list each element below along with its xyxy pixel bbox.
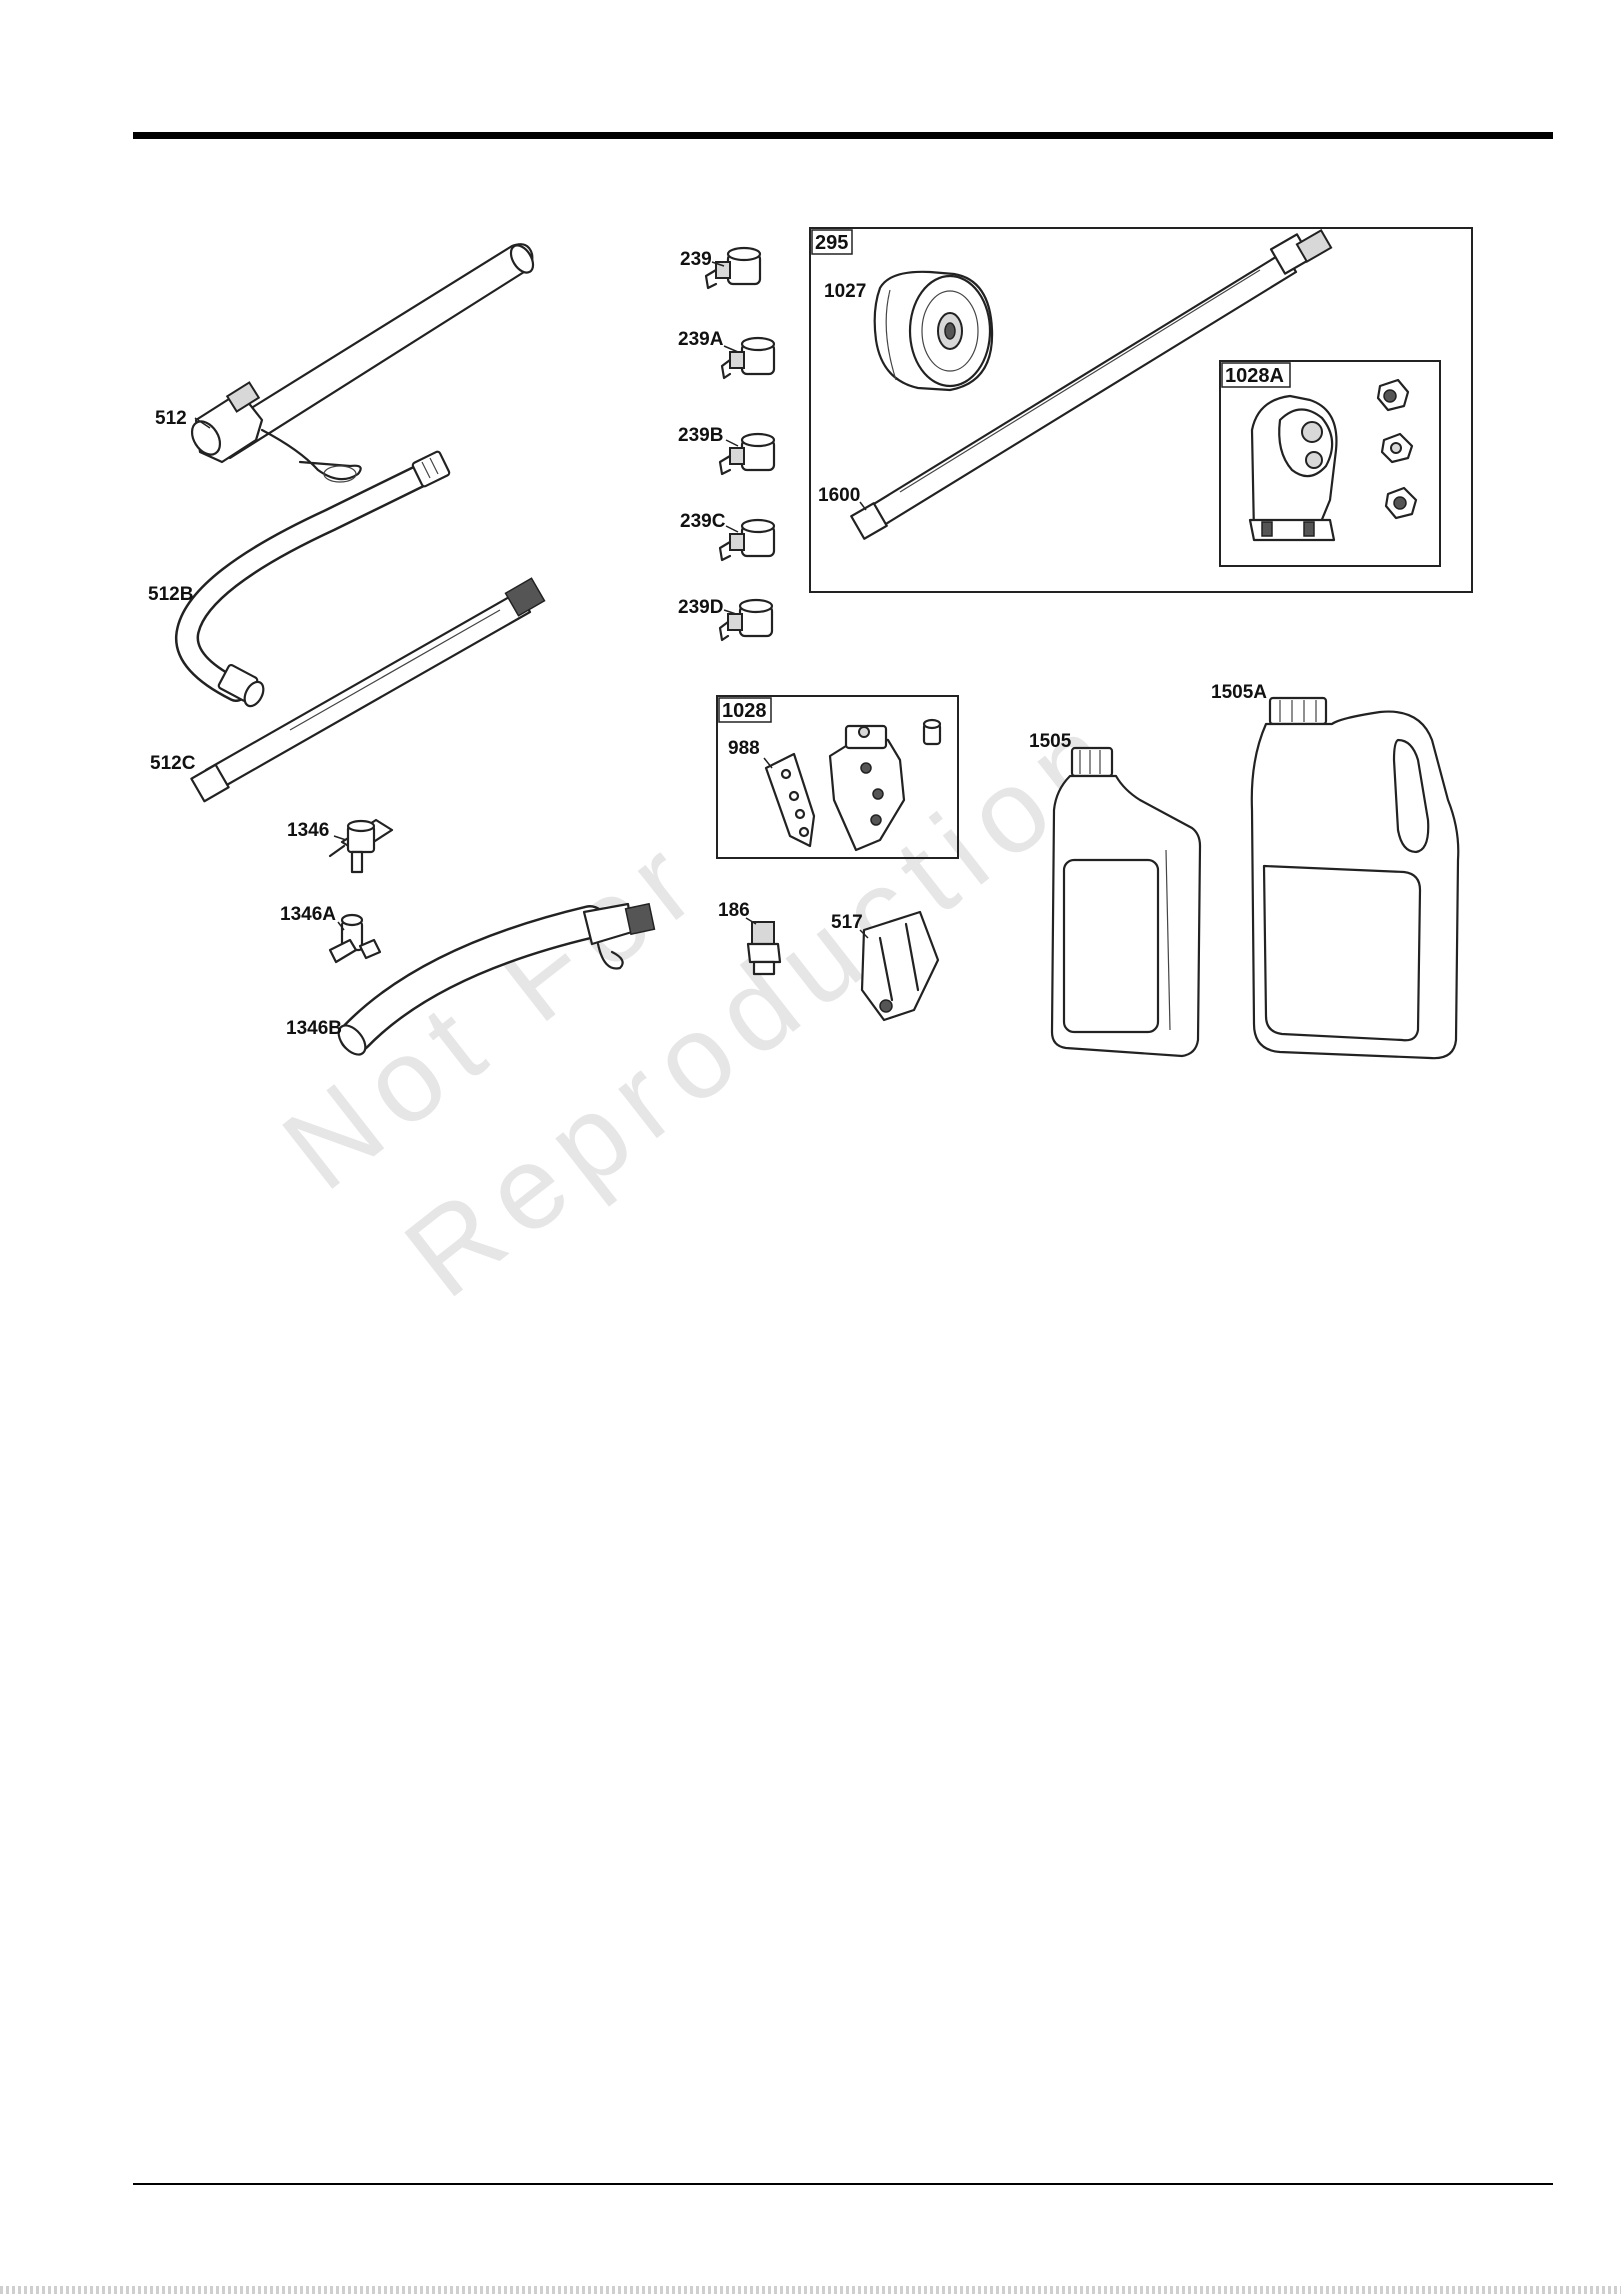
label-239D: 239D: [678, 597, 723, 618]
label-1346B: 1346B: [286, 1018, 342, 1039]
label-239C: 239C: [680, 511, 726, 532]
label-988: 988: [728, 738, 760, 759]
part-239A-pressure-switch: [722, 338, 774, 378]
label-239B: 239B: [678, 425, 723, 446]
part-239C-pressure-switch: [720, 520, 774, 560]
label-517: 517: [831, 912, 863, 933]
label-239A: 239A: [678, 329, 724, 350]
part-1505-oil-quart-bottle: [1052, 748, 1200, 1056]
label-1505: 1505: [1029, 731, 1072, 752]
part-239-pressure-switch: [706, 248, 760, 288]
group-1028A-tag: 1028A: [1225, 365, 1284, 387]
part-512-dipstick-tube: [186, 242, 537, 482]
footer-rule: [133, 2183, 1553, 2185]
label-186: 186: [718, 900, 750, 921]
part-1028A-filter-adapter: [1250, 396, 1336, 540]
label-512: 512: [155, 408, 187, 429]
group-295-tag: 295: [815, 232, 848, 254]
part-988-gasket: [764, 754, 814, 846]
group-1028-tag: 1028: [722, 700, 767, 722]
label-1600: 1600: [818, 485, 860, 506]
part-517-bracket: [860, 912, 938, 1020]
label-1505A: 1505A: [1211, 682, 1267, 703]
label-1346: 1346: [287, 820, 329, 841]
label-512C: 512C: [150, 753, 196, 774]
part-1028-plug: [924, 720, 940, 744]
label-1027: 1027: [824, 281, 866, 302]
label-512B: 512B: [148, 584, 193, 605]
part-1346-drain-valve: [330, 820, 392, 872]
part-1028A-fitting-3: [1386, 488, 1416, 518]
part-1028A-fitting-1: [1378, 380, 1408, 410]
part-239D-pressure-switch: [720, 600, 772, 640]
label-239: 239: [680, 249, 712, 270]
scan-edge-strip: [0, 2286, 1621, 2294]
part-1505A-oil-jug: [1252, 698, 1459, 1058]
label-1346A: 1346A: [280, 904, 336, 925]
part-239B-pressure-switch: [720, 434, 774, 474]
part-1346A-valve: [330, 915, 380, 962]
part-1027-oil-filter: [875, 272, 992, 390]
part-1028A-fitting-2: [1382, 434, 1412, 462]
